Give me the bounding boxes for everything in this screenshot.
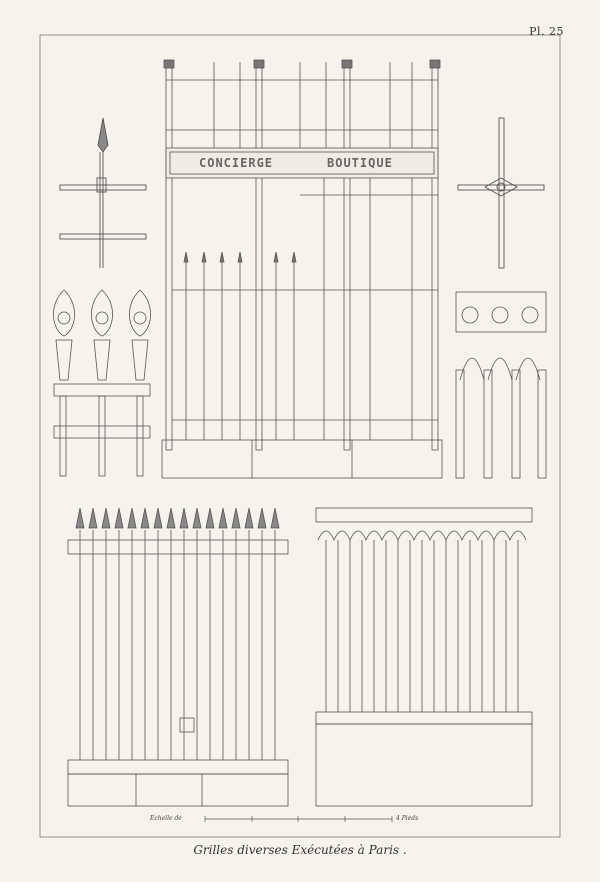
plate-caption: Grilles diverses Exécutées à Paris .	[193, 843, 407, 857]
plate-border	[39, 34, 561, 838]
railing-lower-right	[315, 507, 533, 807]
gothic-arcade	[455, 291, 547, 479]
scale-bar	[204, 816, 393, 822]
spear-cross-left	[59, 117, 147, 268]
plate-number: Pl. 25	[529, 25, 564, 38]
shop-front	[161, 59, 443, 479]
railing-lower-left	[67, 507, 289, 807]
finial-railing	[53, 289, 151, 477]
cross-right	[457, 117, 545, 269]
scale-label-right: 4 Pieds	[396, 815, 419, 822]
sign-boutique: BOUTIQUE	[327, 156, 393, 170]
sign-concierge: CONCIERGE	[199, 156, 274, 170]
scale-label-left: Echelle de	[150, 815, 182, 822]
